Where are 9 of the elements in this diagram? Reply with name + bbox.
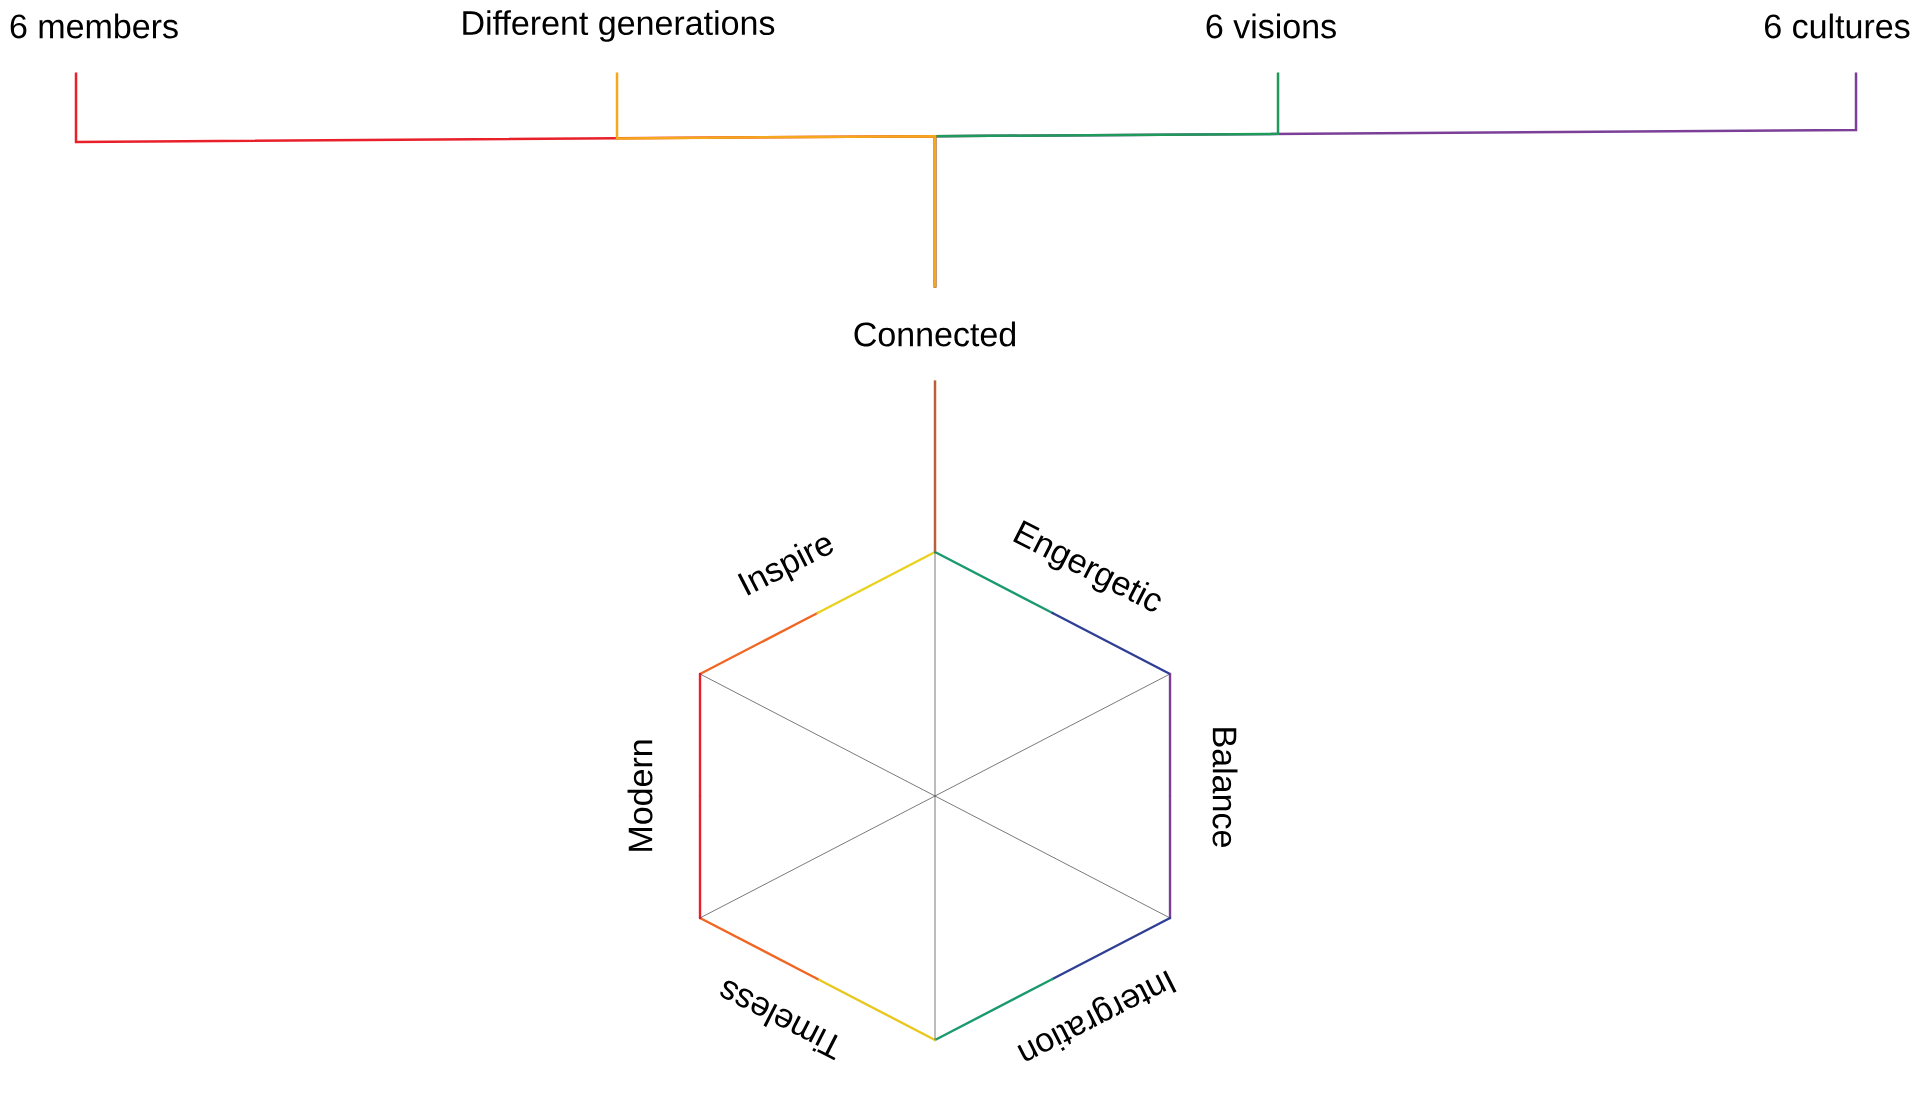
text-label: Connected bbox=[854, 321, 1016, 347]
text-label: 6 visions bbox=[1206, 13, 1336, 39]
side-label: Balance bbox=[1212, 728, 1238, 847]
text-label: Different generations bbox=[463, 10, 775, 42]
text-label: 6 cultures bbox=[1765, 13, 1910, 39]
connector-line bbox=[933, 380, 937, 552]
text-label: 6 members bbox=[10, 13, 178, 39]
connector-line bbox=[615, 72, 937, 288]
side-label: Modern bbox=[627, 740, 653, 851]
